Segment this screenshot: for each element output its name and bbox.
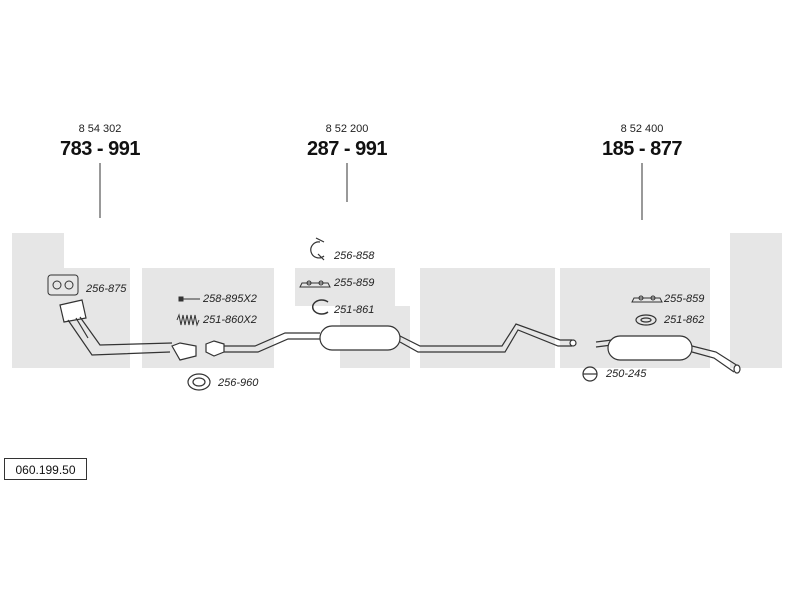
part-label-gasket: 256-875 [86, 283, 127, 295]
clamp-icon [310, 237, 325, 261]
part-label-clamp-rear: 250-245 [606, 368, 647, 380]
rubber-mount-icon [312, 299, 329, 315]
hanger-icon [631, 295, 663, 303]
bolt-icon [178, 296, 200, 302]
rear-silencer [595, 335, 741, 374]
diagram-id-box: 060.199.50 [4, 458, 87, 480]
part-label-ring: 256-960 [218, 377, 259, 389]
part-label-clamp-mid: 256-858 [334, 250, 375, 262]
part-label-bolt: 258-895X2 [203, 293, 257, 305]
assembly-ref-front: 8 54 302 [78, 123, 122, 135]
part-label-spring: 251-860X2 [203, 314, 257, 326]
ring-icon [187, 373, 211, 391]
u-clamp-icon [582, 366, 598, 382]
part-label-hanger-mid: 255-859 [334, 277, 375, 289]
hanger-icon [299, 280, 331, 288]
assembly-code-front: 783 - 991 [59, 138, 141, 160]
assembly-code-middle: 287 - 991 [306, 138, 388, 160]
assembly-code-rear: 185 - 877 [601, 138, 683, 160]
front-downpipe [59, 299, 197, 361]
part-label-hanger-rear: 255-859 [664, 293, 705, 305]
gasket-icon [47, 274, 79, 296]
middle-section [205, 323, 577, 357]
rubber-mount-icon [635, 314, 657, 326]
part-label-rubber-rear: 251-862 [664, 314, 705, 326]
assembly-ref-rear: 8 52 400 [620, 123, 664, 135]
spring-icon [176, 313, 200, 327]
assembly-ref-middle: 8 52 200 [325, 123, 369, 135]
part-label-rubber-mid: 251-861 [334, 304, 375, 316]
